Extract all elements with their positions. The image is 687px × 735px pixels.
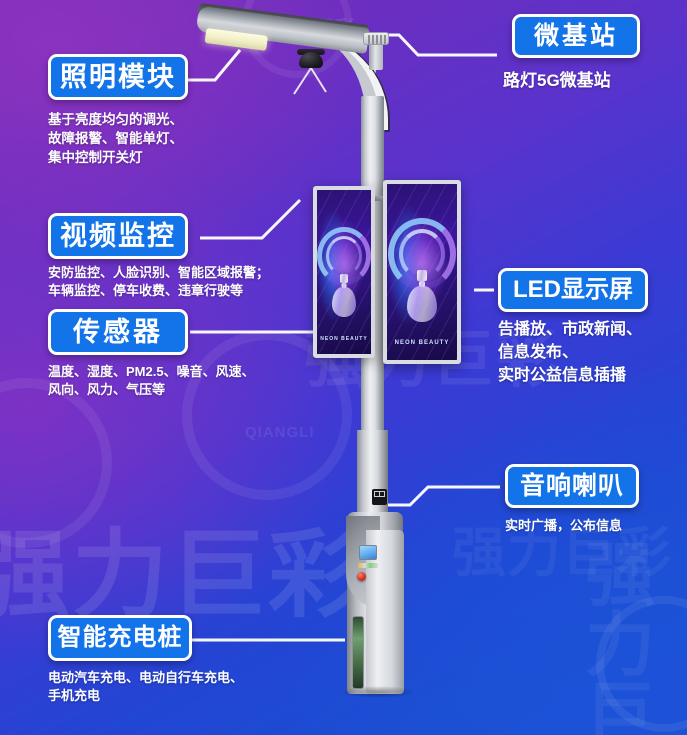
product-body (332, 287, 356, 317)
callout-desc-audio-speaker: 实时广播，公布信息 (505, 518, 623, 533)
dome-camera-icon (299, 52, 323, 68)
callout-label-audio-speaker: 音响喇叭 (519, 471, 624, 500)
callout-chip-led-display[interactable]: LED显示屏 (498, 268, 648, 312)
callout-label-led-display: LED显示屏 (513, 276, 633, 303)
led-screen-right: NEON BEAUTY (383, 180, 461, 364)
led-screen-right-product (387, 270, 457, 330)
led-screen-right-scanlines (387, 184, 457, 360)
led-screen-left-product (317, 274, 371, 328)
led-screen-left-halo-inner (326, 235, 362, 276)
callout-label-lighting-module: 照明模块 (60, 61, 176, 92)
callout-label-video-surveillance: 视频监控 (60, 220, 176, 251)
callout-desc-micro-base-station: 路灯5G微基站 (503, 71, 611, 90)
callout-label-smart-charging-pile: 智能充电桩 (57, 624, 183, 651)
led-screen-right-halo (388, 218, 456, 291)
micro-base-station-antenna-icon (363, 32, 389, 45)
pole-bend-highlight (300, 34, 388, 130)
product-neck (341, 283, 347, 288)
pole-mast (361, 96, 384, 516)
brand-watermark-pinyin-center: QIANGLI (245, 424, 315, 441)
led-screen-right-halo-inner (399, 229, 445, 280)
callout-desc-video-surveillance: 安防监控、人脸识别、智能区域报警； 车辆监控、停车收费、违章行驶等 (48, 265, 270, 299)
led-screen-left-halo (317, 226, 371, 285)
callout-desc-sensor: 温度、湿度、PM2.5、噪音、风速、 风向、风力、气压等 (48, 364, 255, 398)
product-cap (340, 274, 348, 283)
callout-chip-lighting-module[interactable]: 照明模块 (48, 54, 188, 100)
callout-desc-lighting-module: 基于亮度均匀的调光、 故障报警、智能单灯、 集中控制开关灯 (48, 112, 183, 166)
dome-camera-mount (297, 49, 325, 55)
emergency-stop-button[interactable] (357, 572, 366, 581)
charging-pile-display (359, 545, 377, 560)
charging-pile-front-panel (366, 530, 404, 694)
charging-pile-cable-slot (352, 616, 364, 689)
brand-watermark-ring (182, 330, 352, 500)
callout-chip-video-surveillance[interactable]: 视频监控 (48, 213, 188, 259)
callout-label-micro-base-station: 微基站 (533, 21, 618, 50)
pole-bend-shadow (298, 32, 390, 132)
pole-bend (300, 34, 388, 130)
led-screen-left-scanlines (317, 190, 371, 354)
led-screen-right-content: NEON BEAUTY (387, 184, 457, 360)
charging-pile-body (347, 512, 403, 694)
callout-chip-micro-base-station[interactable]: 微基站 (512, 14, 640, 58)
micro-base-station-mast (369, 42, 383, 70)
led-screen-right-ad-text: NEON BEAUTY (394, 340, 450, 346)
product-cap (417, 270, 427, 281)
lamp-led-panel-icon (204, 27, 268, 51)
qr-code-icon (372, 489, 387, 505)
led-screen-left-ad-text: NEON BEAUTY (320, 336, 368, 342)
product-body (407, 286, 437, 322)
brand-watermark-left: 强力巨彩 (0, 522, 366, 629)
brand-watermark-ring-topright (242, 0, 352, 78)
callout-chip-sensor[interactable]: 传感器 (48, 309, 188, 355)
brand-watermark-ring-left (0, 378, 112, 548)
brand-watermark-topright: 强力巨彩 (272, 18, 356, 40)
callout-desc-smart-charging-pile: 电动汽车充电、电动自行车充电、 手机充电 (48, 670, 244, 704)
luminaire-arm-top (196, 2, 369, 33)
callout-chip-smart-charging-pile[interactable]: 智能充电桩 (48, 615, 192, 661)
callout-chip-audio-speaker[interactable]: 音响喇叭 (505, 464, 639, 508)
pole-mast-lower (357, 430, 388, 540)
brand-watermark-bottomright: 强力巨彩 (585, 536, 657, 735)
screen-bracket-right (372, 196, 416, 201)
charging-pile-swoop (346, 516, 380, 608)
brand-watermark-ring-bottomright (596, 596, 687, 732)
luminaire-arm (195, 5, 370, 54)
callout-label-sensor: 传感器 (73, 316, 163, 347)
ground-shadow (340, 686, 416, 698)
charging-pile-buttons (358, 563, 378, 568)
product-neck (419, 281, 425, 287)
callout-desc-led-display: 告播放、市政新闻、 信息发布、 实时公益信息插播 (498, 321, 643, 385)
screen-bracket-left (330, 196, 374, 201)
led-screen-left-content: NEON BEAUTY (317, 190, 371, 354)
led-screen-left: NEON BEAUTY (313, 186, 375, 358)
